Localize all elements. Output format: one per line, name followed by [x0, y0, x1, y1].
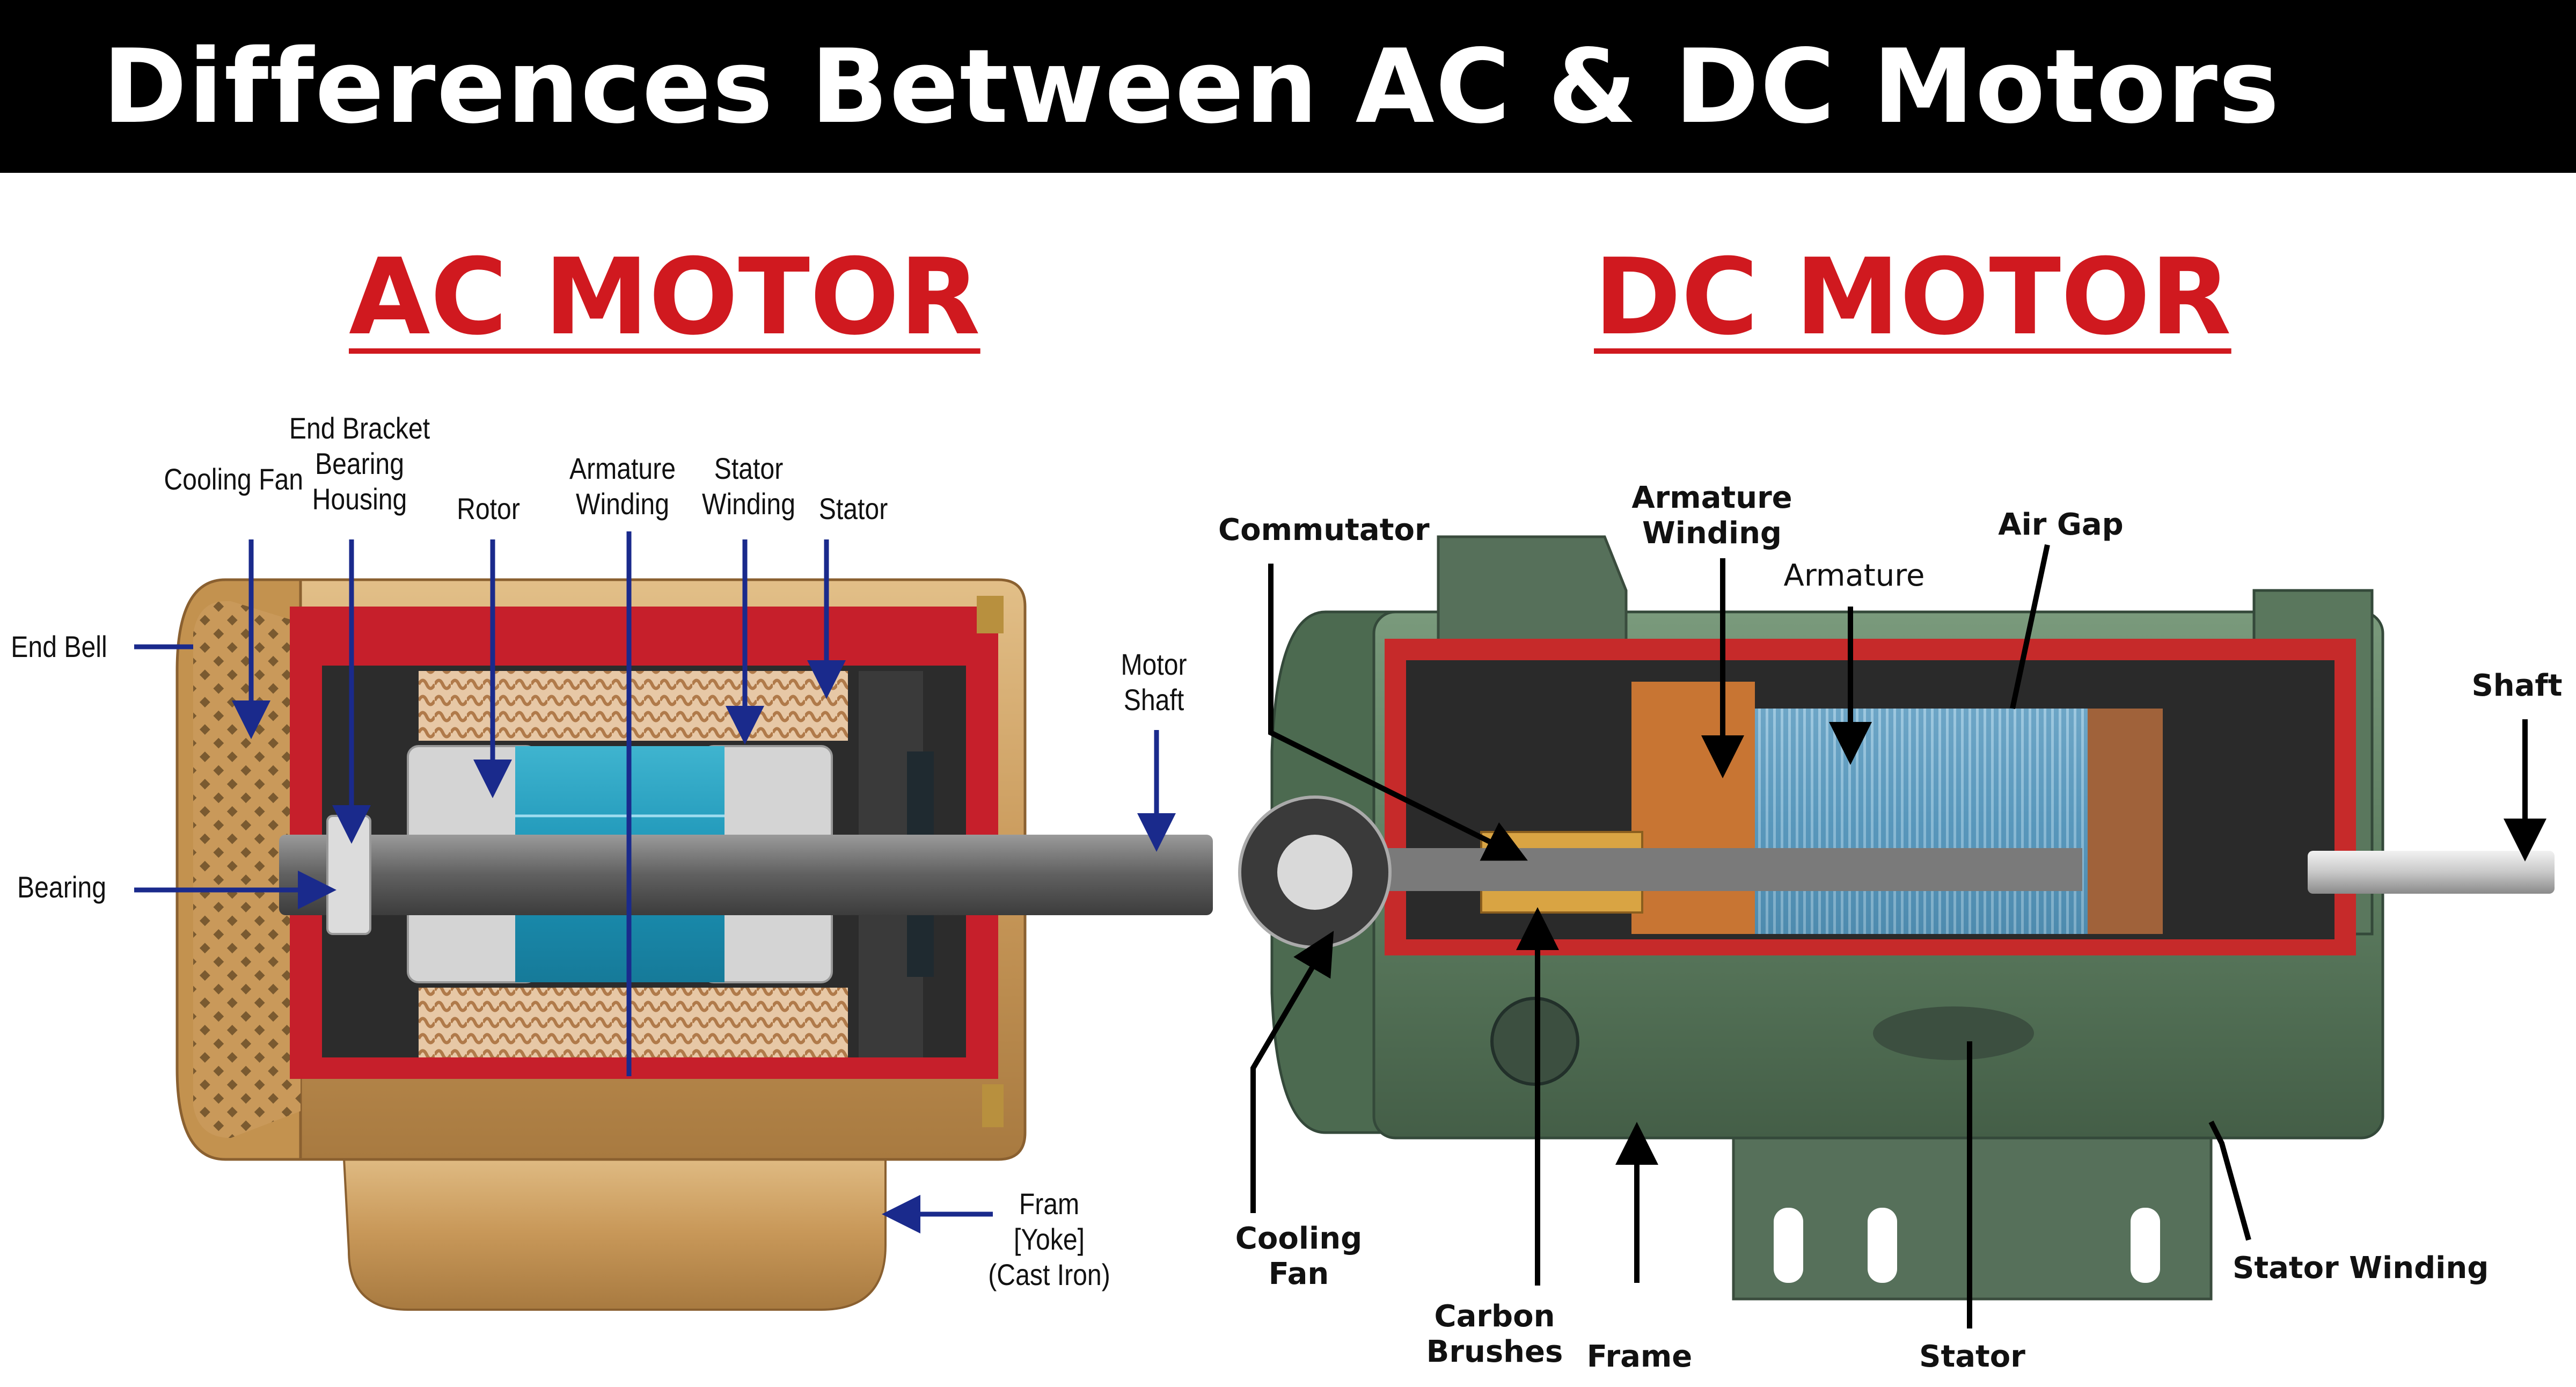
dc-label-armature: Armature	[1783, 558, 1925, 593]
dc-label-cooling-fan: Cooling Fan	[1235, 1221, 1363, 1291]
ac-label-motor-shaft: Motor Shaft	[1121, 647, 1187, 717]
dc-label-stator-winding: Stator Winding	[2233, 1251, 2489, 1286]
dc-label-stator: Stator	[1919, 1339, 2025, 1374]
ac-motor-heading: AC MOTOR	[349, 236, 980, 359]
ac-label-armature-winding: Armature Winding	[569, 451, 676, 521]
page-title: Differences Between AC & DC Motors	[102, 27, 2281, 146]
ac-label-stator: Stator	[818, 492, 888, 525]
title-banner	[0, 0, 2576, 173]
dc-label-carbon-brushes: Carbon Brushes	[1426, 1299, 1563, 1369]
ac-label-end-bracket-bearing-housing: End Bracket Bearing Housing	[289, 411, 430, 516]
dc-label-air-gap: Air Gap	[1998, 507, 2124, 542]
ac-label-frame-yoke: Fram [Yoke] (Cast Iron)	[988, 1187, 1110, 1291]
ac-label-cooling-fan: Cooling Fan	[164, 462, 304, 496]
dc-label-commutator: Commutator	[1218, 513, 1430, 548]
ac-label-rotor: Rotor	[457, 492, 520, 525]
ac-label-end-bell: End Bell	[11, 630, 107, 663]
ac-label-bearing: Bearing	[17, 870, 107, 904]
dc-label-shaft: Shaft	[2471, 668, 2563, 703]
dc-motor-heading: DC MOTOR	[1594, 236, 2231, 359]
ac-label-stator-winding: Stator Winding	[701, 451, 795, 521]
dc-label-frame: Frame	[1586, 1339, 1693, 1374]
dc-label-armature-winding: Armature Winding	[1631, 480, 1792, 551]
